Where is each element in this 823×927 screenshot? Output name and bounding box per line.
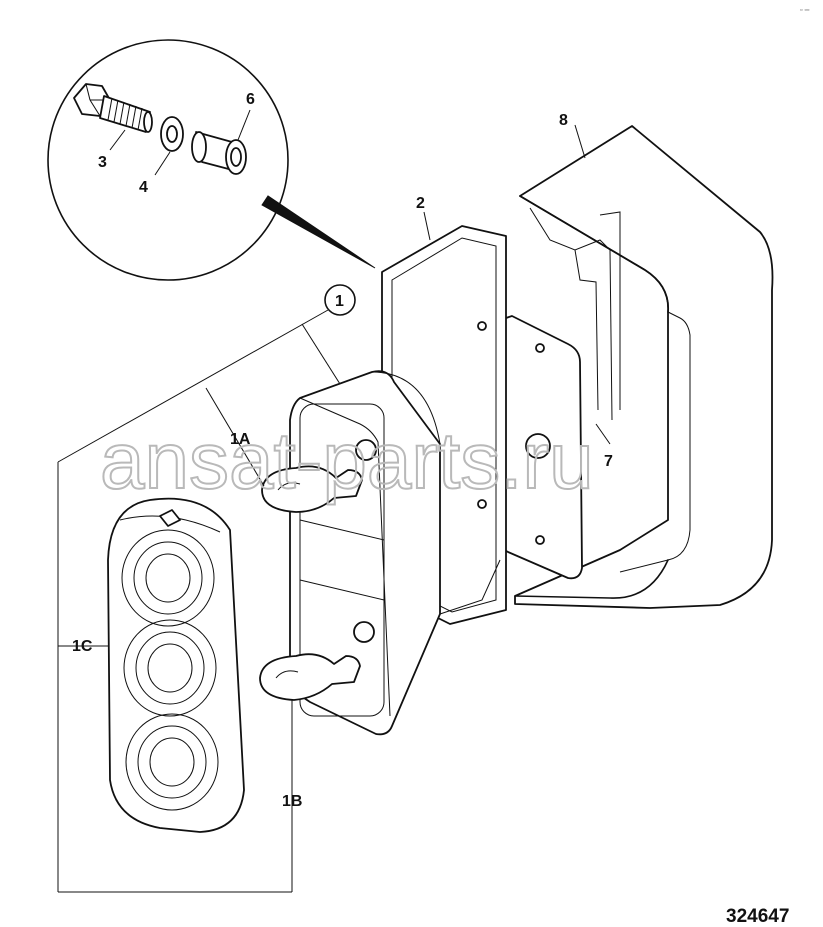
callout-6: 6 xyxy=(246,91,255,108)
spacer-icon xyxy=(191,131,247,175)
washer-icon xyxy=(160,116,184,152)
callout-8: 8 xyxy=(559,112,568,129)
detail-circle xyxy=(47,39,376,281)
bracket-lines xyxy=(57,309,341,893)
bulb-lower-icon xyxy=(259,653,361,701)
callout-7: 7 xyxy=(604,453,613,470)
callout-4: 4 xyxy=(139,179,148,196)
callout-1c: 1C xyxy=(72,638,93,655)
callout-3: 3 xyxy=(98,154,107,171)
watermark-text: ansat-parts.ru xyxy=(100,416,594,505)
callout-2: 2 xyxy=(416,195,425,212)
guard-bracket-icon xyxy=(514,125,774,609)
callout-1: 1 xyxy=(335,293,344,310)
callout-1-bubble xyxy=(324,284,356,316)
callout-1b: 1B xyxy=(282,793,302,810)
bolt-icon xyxy=(73,83,153,133)
corner-mark: ▫ ▫▫ xyxy=(800,7,809,14)
callout-1a: 1A xyxy=(230,431,251,448)
figure-number: 324647 xyxy=(726,906,789,927)
lamp-assembly-icon xyxy=(289,370,501,736)
lamp-lens-icon xyxy=(107,497,245,833)
bulb-upper-icon xyxy=(261,465,363,513)
